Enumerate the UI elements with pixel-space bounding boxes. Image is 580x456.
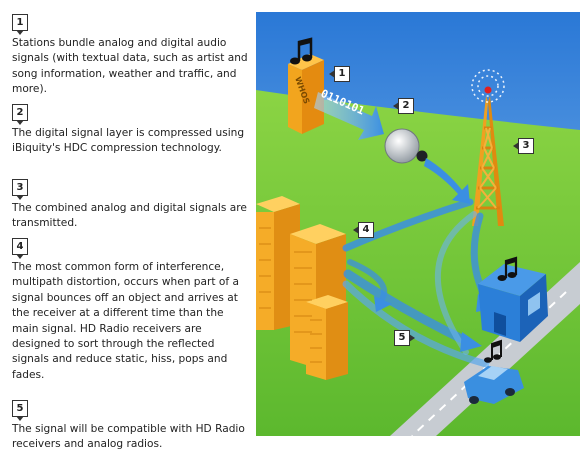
- step-number-badge: 3: [12, 179, 28, 200]
- step-number-badge: 2: [12, 104, 28, 125]
- house: [478, 256, 548, 342]
- compression-dish: [384, 128, 428, 164]
- hd-radio-diagram: WHOS 0110101: [256, 12, 580, 437]
- callout-5: 5: [394, 330, 415, 346]
- callout-2: 2: [393, 98, 414, 114]
- step-text: The most common form of interference, mu…: [12, 261, 239, 381]
- transmission-tower: [471, 69, 505, 226]
- step-text: The digital signal layer is compressed u…: [12, 127, 245, 155]
- step-number-badge: 5: [12, 400, 28, 421]
- step-number-badge: 1: [12, 14, 28, 35]
- callout-1: 1: [329, 66, 350, 82]
- step-text: The combined analog and digital signals …: [12, 202, 247, 230]
- diagram-illustration: WHOS 0110101: [256, 12, 580, 437]
- music-note-icon: [484, 339, 502, 363]
- radio-station-building: WHOS: [288, 37, 324, 134]
- step-5: 5 The signal will be compatible with HD …: [12, 396, 248, 453]
- car: [464, 339, 524, 404]
- music-note-icon: [290, 37, 313, 65]
- step-3: 3 The combined analog and digital signal…: [12, 175, 248, 232]
- broadcast-waves: [471, 69, 505, 103]
- callout-3: 3: [513, 138, 534, 154]
- step-2: 2 The digital signal layer is compressed…: [12, 100, 248, 157]
- step-text: Stations bundle analog and digital audio…: [12, 37, 248, 96]
- step-number-badge: 4: [12, 238, 28, 259]
- city-buildings: [256, 196, 348, 380]
- compressed-signal-arrow: [424, 158, 470, 204]
- callout-4: 4: [353, 222, 374, 238]
- music-note-icon: [497, 256, 518, 281]
- step-4: 4 The most common form of interference, …: [12, 234, 248, 383]
- step-1: 1 Stations bundle analog and digital aud…: [12, 10, 248, 98]
- step-text: The signal will be compatible with HD Ra…: [12, 423, 245, 451]
